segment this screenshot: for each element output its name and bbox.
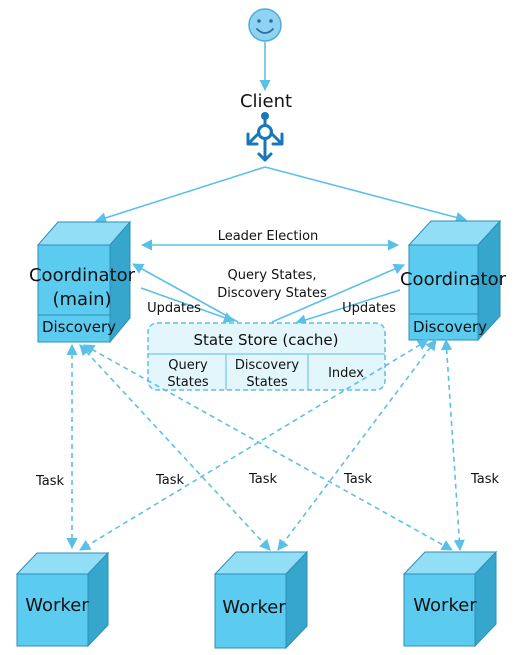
state-store-cell-1-line1: Query <box>168 358 208 373</box>
client-to-coordinator <box>264 166 468 223</box>
client-label: Client <box>240 91 292 112</box>
coordinator-main <box>36 220 132 344</box>
worker-1 <box>15 551 110 648</box>
coordinator-main-discovery: Discovery <box>42 318 116 336</box>
state-store-title: State Store (cache) <box>193 331 338 349</box>
task-label-2: Task <box>155 473 185 488</box>
state-store-cell-2-line1: Discovery <box>235 358 300 373</box>
coordinator-main-title: Coordinator <box>29 265 136 286</box>
client-avatar-icon <box>248 8 282 42</box>
updates-edge-right <box>294 289 401 326</box>
updates-label-right: Updates <box>342 301 396 316</box>
query-states-label-line1: Query States, <box>228 268 317 283</box>
task-label-1: Task <box>35 474 65 489</box>
client-to-coordinator-main <box>94 166 266 224</box>
worker-1-label: Worker <box>25 595 89 616</box>
worker-3-label: Worker <box>413 595 477 616</box>
task-edge-c2-w2 <box>277 339 437 551</box>
state-store-cell-1-line2: States <box>167 375 208 390</box>
task-edge-c2-w3 <box>441 338 465 552</box>
task-label-5: Task <box>470 472 500 487</box>
coordinator-secondary <box>407 219 502 342</box>
query-states-label-line2: Discovery States <box>217 286 327 301</box>
leader-election-label: Leader Election <box>218 229 319 244</box>
coordinator-main-front-face <box>37 244 111 343</box>
query-states-edge-left <box>132 263 239 323</box>
load-balancer-icon <box>246 114 284 162</box>
coordinator-secondary-front-face <box>408 244 479 341</box>
worker-2 <box>213 550 309 650</box>
state-store-cell-3: Index <box>328 366 364 381</box>
coordinator-main-subtitle: (main) <box>52 289 111 310</box>
task-label-4: Task <box>343 472 373 487</box>
state-store-cell-2-line2: States <box>246 375 287 390</box>
updates-label-left: Updates <box>147 301 201 316</box>
query-states-edge-right <box>271 263 406 323</box>
coordinator-secondary-title: Coordinator <box>400 269 507 290</box>
updates-edge-left <box>140 287 236 323</box>
coordinator-secondary-discovery: Discovery <box>413 318 487 336</box>
worker-2-label: Worker <box>222 597 286 618</box>
task-label-3: Task <box>248 472 278 487</box>
router-dot <box>261 112 269 120</box>
worker-3 <box>402 550 498 648</box>
